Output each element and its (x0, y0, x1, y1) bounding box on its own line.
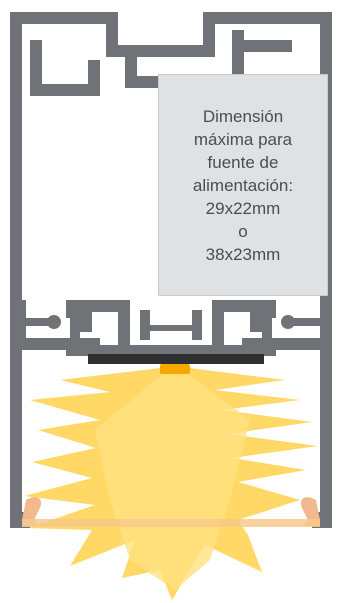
diffuser (22, 519, 320, 527)
note-line-2: máxima para (193, 129, 293, 149)
note-line-7: 38x23mm (205, 244, 281, 264)
diffuser-clip-right (300, 497, 320, 526)
led-chip-icon (160, 364, 190, 374)
note-line-6: o (238, 221, 248, 241)
light-beam-core (95, 372, 250, 590)
note-line-4: alimentación: (192, 175, 294, 195)
led-strip (88, 354, 264, 364)
power-supply-dimension-note: Dimensión máxima para fuente de alimenta… (158, 74, 328, 296)
diffuser-clip-left (22, 497, 42, 526)
note-line-5: 29x22mm (205, 198, 281, 218)
light-burst-icon (24, 368, 318, 600)
note-line-3: fuente de (207, 152, 279, 172)
note-line-1: Dimensión (202, 106, 284, 126)
profile-interior (22, 24, 320, 84)
